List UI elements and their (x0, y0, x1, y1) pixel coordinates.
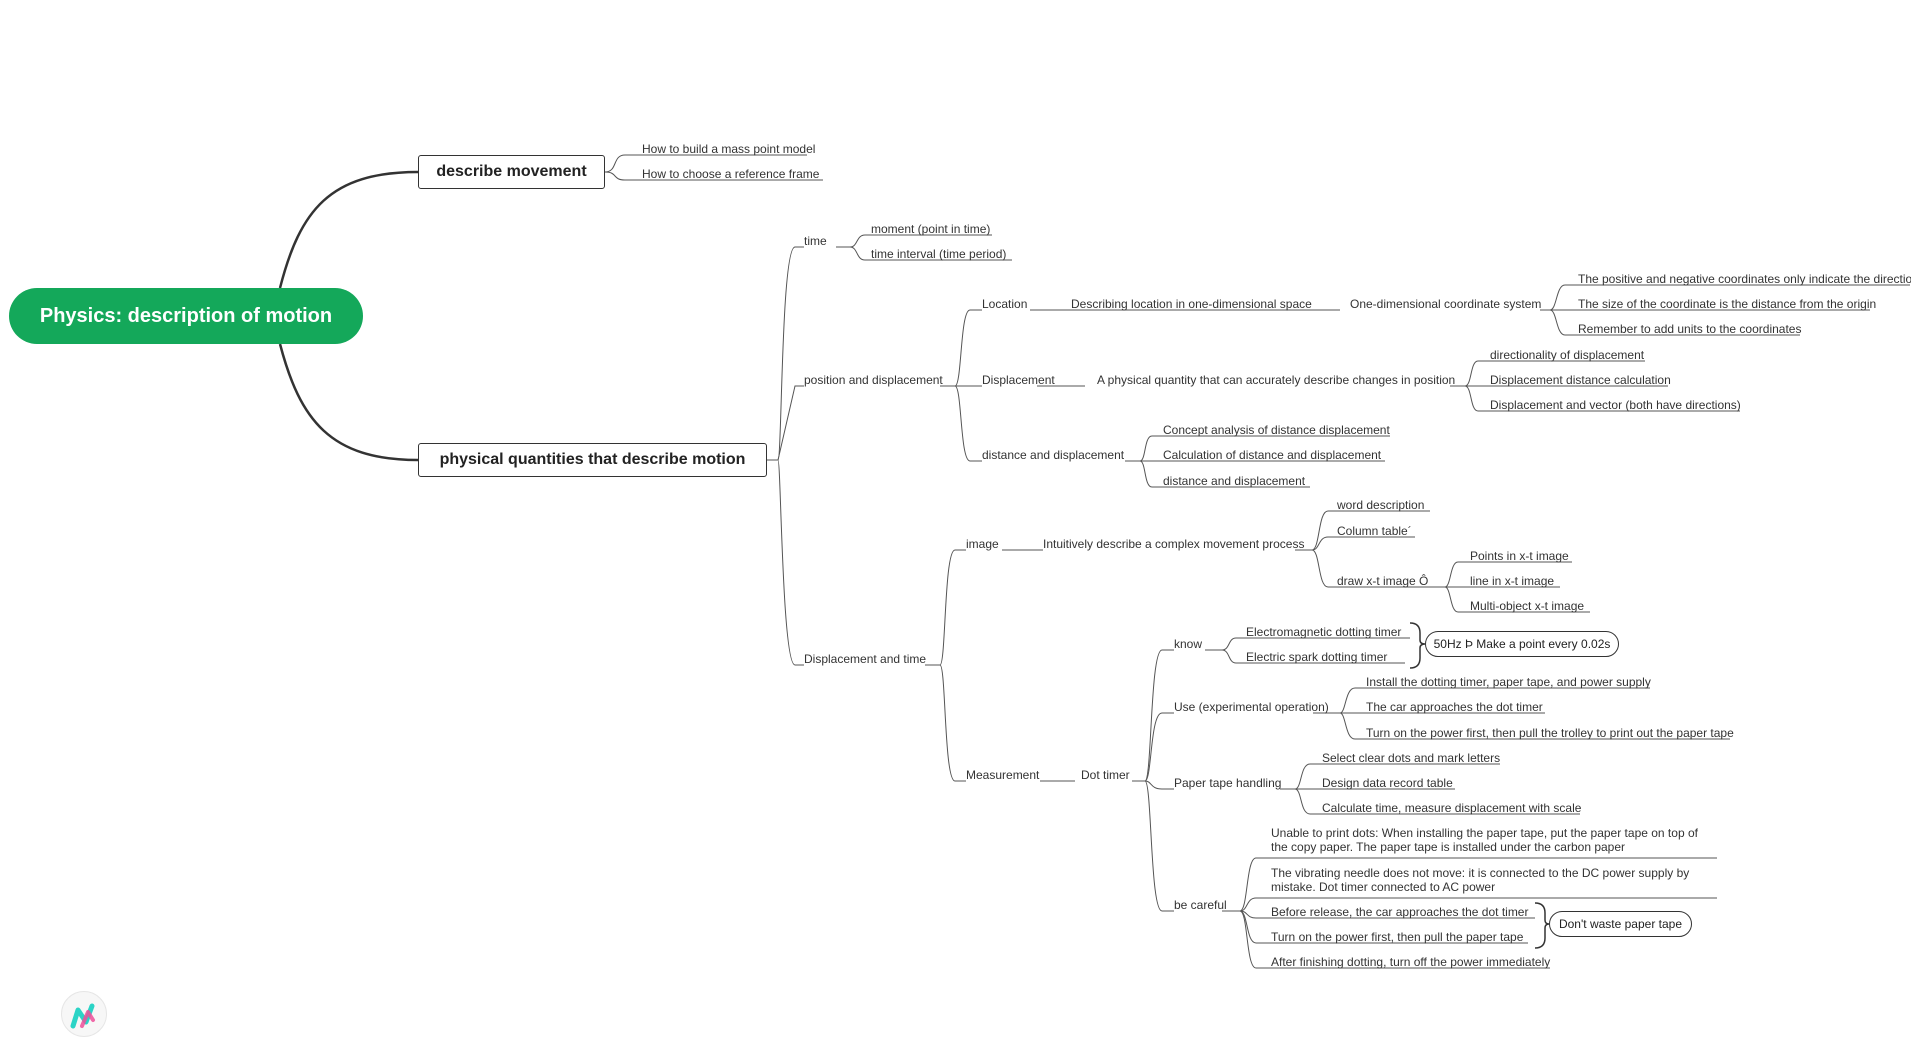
subtopic-word-description[interactable]: word description (1337, 498, 1425, 512)
subtopic-draw-xt[interactable]: draw x-t image Ô (1337, 574, 1429, 588)
root-topic[interactable]: Physics: description of motion (9, 288, 363, 344)
subtopic-column-table[interactable]: Column table´ (1337, 524, 1412, 538)
subtopic-know[interactable]: know (1174, 637, 1203, 651)
subtopic-distance-concept[interactable]: Concept analysis of distance displacemen… (1163, 423, 1390, 437)
subtopic-displacement[interactable]: Displacement (982, 373, 1055, 387)
subtopic-time-interval[interactable]: time interval (time period) (871, 247, 1007, 261)
subtopic-calc-time[interactable]: Calculate time, measure displacement wit… (1322, 801, 1582, 815)
subtopic-position-displacement[interactable]: position and displacement (804, 373, 943, 387)
subtopic-mass-point-model[interactable]: How to build a mass point model (642, 142, 816, 156)
subtopic-image-detail[interactable]: Intuitively describe a complex movement … (1043, 537, 1305, 551)
subtopic-car-approaches[interactable]: The car approaches the dot timer (1366, 700, 1543, 714)
subtopic-em-timer[interactable]: Electromagnetic dotting timer (1246, 625, 1402, 639)
subtopic-displacement-detail[interactable]: A physical quantity that can accurately … (1097, 373, 1456, 387)
subtopic-coord-size[interactable]: The size of the coordinate is the distan… (1578, 297, 1877, 311)
subtopic-before-release[interactable]: Before release, the car approaches the d… (1271, 905, 1529, 919)
subtopic-distance-item[interactable]: distance and displacement (1163, 474, 1306, 488)
subtopic-unable-print[interactable]: Unable to print dots: When installing th… (1271, 826, 1698, 854)
subtopic-select-dots[interactable]: Select clear dots and mark letters (1322, 751, 1501, 765)
topic-describe-movement[interactable]: describe movement (418, 155, 605, 189)
subtopic-displacement-time[interactable]: Displacement and time (804, 652, 927, 666)
subtopic-time[interactable]: time (804, 234, 827, 248)
subtopic-design-table[interactable]: Design data record table (1322, 776, 1453, 790)
subtopic-image[interactable]: image (966, 537, 999, 551)
subtopic-xt-line[interactable]: line in x-t image (1470, 574, 1555, 588)
subtopic-xt-multi[interactable]: Multi-object x-t image (1470, 599, 1585, 613)
subtopic-coordinate-system[interactable]: One-dimensional coordinate system (1350, 297, 1542, 311)
subtopic-measurement[interactable]: Measurement (966, 768, 1040, 782)
subtopic-displacement-calc[interactable]: Displacement distance calculation (1490, 373, 1671, 387)
app-logo-icon (61, 991, 107, 1037)
subtopic-be-careful[interactable]: be careful (1174, 898, 1227, 912)
subtopic-location-detail[interactable]: Describing location in one-dimensional s… (1071, 297, 1312, 311)
subtopic-location[interactable]: Location (982, 297, 1028, 311)
subtopic-needle-not-move[interactable]: The vibrating needle does not move: it i… (1271, 866, 1690, 894)
subtopic-install-timer[interactable]: Install the dotting timer, paper tape, a… (1366, 675, 1651, 689)
topic-physical-quantities[interactable]: physical quantities that describe motion (418, 443, 767, 477)
subtopic-use[interactable]: Use (experimental operation) (1174, 700, 1329, 714)
subtopic-reference-frame[interactable]: How to choose a reference frame (642, 167, 820, 181)
subtopic-xt-points[interactable]: Points in x-t image (1470, 549, 1569, 563)
subtopic-power-off[interactable]: After finishing dotting, turn off the po… (1271, 955, 1551, 969)
subtopic-coord-direction[interactable]: The positive and negative coordinates on… (1578, 272, 1911, 286)
subtopic-spark-timer[interactable]: Electric spark dotting timer (1246, 650, 1388, 664)
subtopic-power-first-trolley[interactable]: Turn on the power first, then pull the t… (1366, 726, 1734, 740)
callout-50hz[interactable]: 50Hz Þ Make a point every 0.02s (1425, 631, 1619, 657)
subtopic-paper-tape[interactable]: Paper tape handling (1174, 776, 1282, 790)
subtopic-dot-timer[interactable]: Dot timer (1081, 768, 1130, 782)
subtopic-distance-displacement[interactable]: distance and displacement (982, 448, 1125, 462)
subtopic-displacement-vector[interactable]: Displacement and vector (both have direc… (1490, 398, 1741, 412)
subtopic-displacement-direction[interactable]: directionality of displacement (1490, 348, 1645, 362)
subtopic-power-first-tape[interactable]: Turn on the power first, then pull the p… (1271, 930, 1524, 944)
subtopic-coord-units[interactable]: Remember to add units to the coordinates (1578, 322, 1802, 336)
callout-paper-tape[interactable]: Don't waste paper tape (1549, 911, 1692, 937)
subtopic-moment[interactable]: moment (point in time) (871, 222, 991, 236)
subtopic-distance-calc[interactable]: Calculation of distance and displacement (1163, 448, 1382, 462)
